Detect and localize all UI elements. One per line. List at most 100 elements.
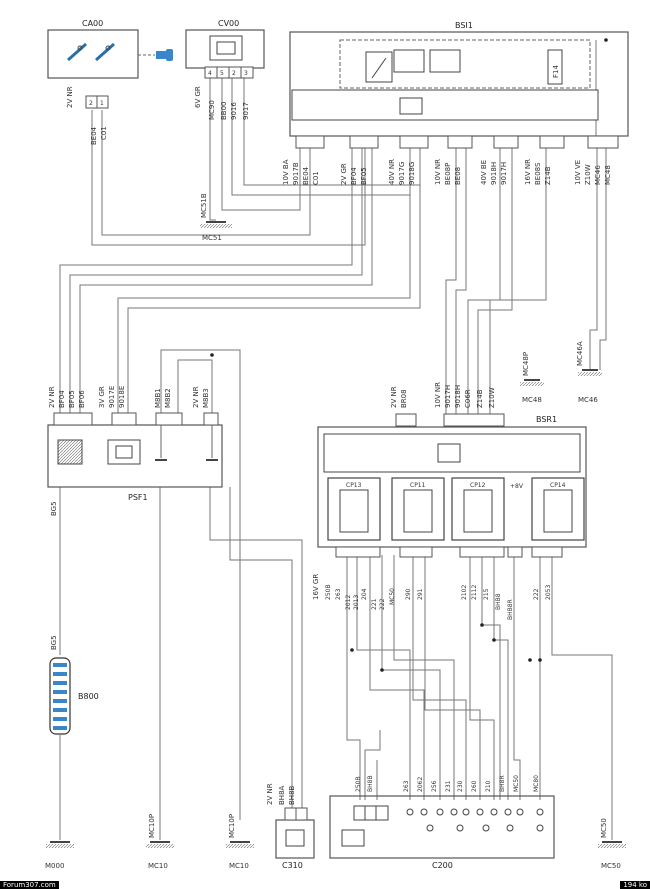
bsi1-label: BSI1 <box>455 21 473 30</box>
bsr1-wire-c11: 2112 <box>471 585 478 600</box>
bsr1-wire-b3: Z14B <box>476 389 484 408</box>
svg-text:2: 2 <box>89 100 93 107</box>
bsi1-wire-f0: BE08S <box>534 162 542 185</box>
ca00-component: CA00 2 1 2V NR BE04 C01 <box>47 19 173 145</box>
ground-mc10-right: MC10P MC10 <box>226 814 254 870</box>
ground-m000: M000 <box>45 841 74 870</box>
ground-mc46-wire: MC46A <box>576 341 584 366</box>
ground-mc10-right-label: MC10 <box>229 862 249 870</box>
cv00-wire-0: MC90 <box>208 100 216 120</box>
bsi1-spec-d: 10V NR <box>434 159 442 185</box>
ground-mc51-wire: MC51B <box>200 193 208 218</box>
ground-mc48-wire: MC48P <box>522 352 530 376</box>
ground-mc46-label: MC46 <box>578 396 598 404</box>
bsr1-wire-c5: 221 <box>371 598 378 610</box>
svg-text:2: 2 <box>232 70 236 77</box>
cv00-wire-3: 9017 <box>242 102 250 120</box>
c200-label: C200 <box>432 861 453 870</box>
ground-mc50-wire: MC50 <box>600 818 608 838</box>
c310-label: C310 <box>282 861 303 870</box>
bsr1-wire-b2: C06R <box>464 389 472 408</box>
psf1-wire-b1: 9018E <box>118 386 126 408</box>
c200-wire-8: 210 <box>485 780 492 792</box>
ground-mc50: MC50 MC50 <box>598 818 626 870</box>
ground-mc10-right-wire: MC10P <box>228 814 236 838</box>
cv00-spec: 6V GR <box>194 86 202 108</box>
bsr1-wire-c13: BHB8 <box>495 593 502 610</box>
svg-text:5: 5 <box>220 70 224 77</box>
bsr1-spec-a: 2V NR <box>390 386 398 408</box>
b800-wire-top: BG5 <box>50 501 58 516</box>
bsr1-wire-c7: MC50 <box>389 588 396 605</box>
footer-size: 194 ko <box>620 881 650 889</box>
psf1-spec-b: 3V GR <box>98 386 106 408</box>
psf1-wire-c1: M8B2 <box>164 388 172 408</box>
psf1-wire-c0: M8B1 <box>154 388 162 408</box>
bsr1-wire-c0: 250B <box>325 584 332 600</box>
psf1-label: PSF1 <box>128 493 148 502</box>
bsi1-spec-c: 40V NR <box>388 159 396 185</box>
bsr1-spec-b: 10V NR <box>434 382 442 408</box>
ground-mc46: MC46A MC46 <box>576 341 602 404</box>
f14-label: F14 <box>552 65 560 78</box>
c200-wire-6: 230 <box>457 780 464 792</box>
key-icon <box>156 49 173 61</box>
psf1-wire-b0: 9017E <box>108 386 116 408</box>
cv00-wire-1: BB00 <box>220 101 228 120</box>
bsi1-spec-f: 16V NR <box>524 159 532 185</box>
psf1-wire-a2: BF06 <box>78 390 86 408</box>
junction-dots <box>210 38 608 672</box>
ground-mc10-left: MC10P MC10 <box>146 814 174 870</box>
bsi1-wire-c1: 9018G <box>408 162 416 185</box>
psf1-wire-a0: BF04 <box>58 390 66 408</box>
ground-mc10-left-label: MC10 <box>148 862 168 870</box>
bsi1-wire-c0: 9017G <box>398 162 406 185</box>
c310-wire-1: BH8B <box>288 785 296 805</box>
svg-text:4: 4 <box>208 70 212 77</box>
ground-mc10-left-wire: MC10P <box>148 814 156 838</box>
c200-wire-11: MC80 <box>533 775 540 792</box>
ground-m000-label: M000 <box>45 862 64 870</box>
ground-mc48-label: MC48 <box>522 396 542 404</box>
bsi1-wire-a1: BE04 <box>302 166 310 185</box>
battery-label: +8V <box>510 483 524 490</box>
bsi1-spec-g: 10V VE <box>574 160 582 185</box>
bsr1-wire-b0: 9017H <box>444 385 452 408</box>
svg-text:1: 1 <box>100 100 104 107</box>
bsi1-spec-b: 2V GR <box>340 163 348 185</box>
cv00-label: CV00 <box>218 19 239 28</box>
bsr1-wire-c1: 263 <box>335 588 342 600</box>
bsr1-spec-c: 16V GR <box>312 574 320 600</box>
c200-wire-2: 263 <box>403 780 410 792</box>
c200-wire-0: 250B <box>355 776 362 792</box>
bsi1-component: BSI1 F14 10V BA 9017B BE04 C01 2V GR BF0… <box>282 21 629 185</box>
ground-mc51-label: MC51 <box>202 234 222 242</box>
footer-site: Forum307.com <box>0 881 59 889</box>
bsi1-wire-e1: 9017H <box>500 162 508 185</box>
c310-wire-0: BH8A <box>278 785 286 805</box>
ground-mc50-label: MC50 <box>601 862 621 870</box>
bsr1-wire-c14: BHB8R <box>507 599 514 620</box>
bsi1-spec-e: 40V BE <box>480 160 488 185</box>
c200-wire-3: 2062 <box>417 777 424 792</box>
psf1-component: PSF1 2V NR BF04 BF05 BF06 3V GR 9017E 90… <box>47 386 223 502</box>
bsr1-wire-c9: 291 <box>417 588 424 600</box>
bsr1-wire-c12: 215 <box>483 588 490 600</box>
ground-mc48: MC48P MC48 <box>520 352 544 404</box>
b800-spec: BG5 <box>50 635 58 650</box>
c310-component: C310 2V NR BH8A BH8B <box>266 783 315 870</box>
footer-bar: Forum307.com 194 ko <box>0 881 650 889</box>
cv00-wire-2: 9016 <box>230 102 238 120</box>
bsi1-wire-a2: C01 <box>312 171 320 185</box>
sub-block-cp12: CP12 <box>470 482 486 489</box>
wires <box>59 40 613 840</box>
ca00-wire-0: BE04 <box>90 126 98 145</box>
bsr1-label: BSR1 <box>536 415 557 424</box>
c310-spec: 2V NR <box>266 783 274 805</box>
bsr1-wire-b4: Z10W <box>488 387 496 408</box>
bsi1-wire-b1: BF05 <box>360 167 368 185</box>
bsi1-wire-g1: MC46 <box>594 165 602 185</box>
bsi1-wire-f1: Z14B <box>544 166 552 185</box>
ca00-wire-1: C01 <box>100 126 108 140</box>
